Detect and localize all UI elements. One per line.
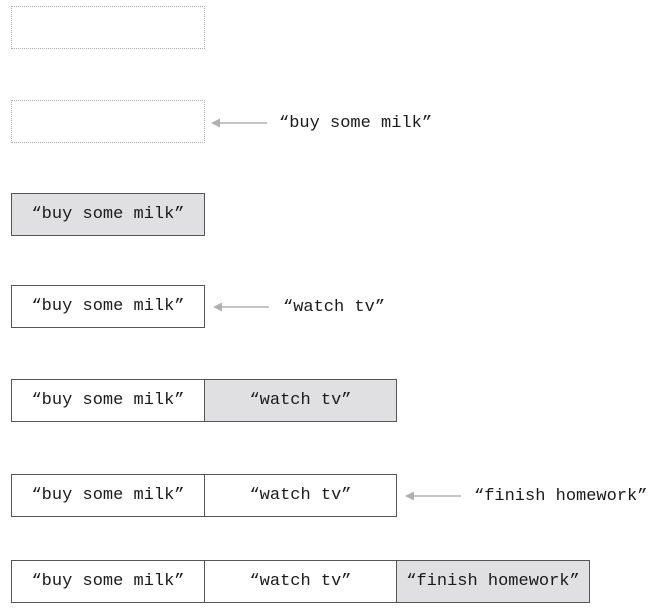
array-cell-new: “watch tv” <box>204 379 397 422</box>
empty-slot <box>11 6 205 49</box>
step-2-row: “buy some milk” <box>0 100 663 144</box>
array-cell-new: “buy some milk” <box>11 193 205 236</box>
left-arrow-icon <box>213 302 269 312</box>
array-cell: “buy some milk” <box>11 474 205 517</box>
step-6-row: “buy some milk” “watch tv” “finish homew… <box>0 474 663 518</box>
step-3-row: “buy some milk” <box>0 193 663 237</box>
step-4-row: “buy some milk” “watch tv” <box>0 285 663 329</box>
array-cell: “watch tv” <box>204 560 397 603</box>
left-arrow-icon <box>211 118 267 128</box>
incoming-item: “buy some milk” <box>279 114 433 133</box>
step-7-row: “buy some milk” “watch tv” “finish homew… <box>0 560 663 604</box>
incoming-item: “finish homework” <box>474 487 648 506</box>
array-cell: “buy some milk” <box>11 285 205 328</box>
array-cell: “watch tv” <box>204 474 397 517</box>
step-1-row <box>0 6 663 50</box>
incoming-item: “watch tv” <box>283 298 386 317</box>
left-arrow-icon <box>405 491 461 501</box>
step-5-row: “buy some milk” “watch tv” <box>0 379 663 423</box>
array-cell-new: “finish homework” <box>396 560 590 603</box>
array-cell: “buy some milk” <box>11 560 205 603</box>
array-cell: “buy some milk” <box>11 379 205 422</box>
empty-slot <box>11 100 205 143</box>
